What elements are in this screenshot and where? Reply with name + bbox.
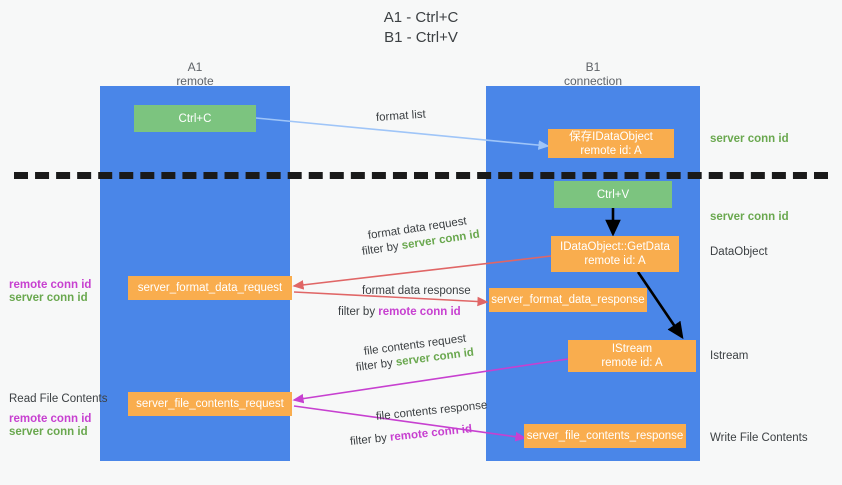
lane-header-b1: B1 connection [486, 60, 700, 88]
arrow-file-contents-request [292, 358, 569, 404]
node-save-idataobject[interactable]: 保存IDataObject remote id: A [548, 129, 674, 158]
node-server-format-data-request-label: server_format_data_request [137, 282, 283, 294]
side-label-server-conn-id-lower: server conn id [9, 426, 88, 438]
arrow-format-list [255, 117, 550, 150]
side-label-dataobject: DataObject [710, 246, 768, 258]
side-label-remote-conn-id-upper: remote conn id [9, 279, 92, 291]
side-label-read-file-contents: Read File Contents [9, 393, 108, 405]
side-label-server-conn-id-mid: server conn id [710, 211, 789, 223]
node-save-idataobject-line1: 保存IDataObject [569, 130, 653, 143]
node-idataobject-getdata[interactable]: IDataObject::GetData remote id: A [551, 236, 679, 272]
lane-b1-sub: connection [563, 74, 623, 88]
node-server-file-contents-request-label: server_file_contents_request [136, 398, 284, 410]
lane-header-a1: A1 remote [100, 60, 290, 88]
filter-prefix-2: filter by [338, 306, 379, 318]
node-server-format-data-response[interactable]: server_format_data_response [489, 288, 647, 312]
lane-a1-name: A1 [187, 60, 203, 74]
node-server-file-contents-request[interactable]: server_file_contents_request [128, 392, 292, 416]
node-ctrl-c[interactable]: Ctrl+C [134, 105, 256, 132]
lane-a1-sub: remote [176, 74, 214, 88]
node-save-idataobject-line2: remote id: A [580, 144, 642, 157]
arrow-file-contents-response [293, 405, 527, 442]
node-ctrl-v-label: Ctrl+V [596, 188, 630, 201]
node-istream[interactable]: IStream remote id: A [568, 340, 696, 372]
title-line-2: B1 - Ctrl+V [384, 29, 458, 46]
node-server-file-contents-response-label: server_file_contents_response [526, 430, 684, 442]
arrow-getdata-to-istream [636, 271, 684, 340]
title-line-1: A1 - Ctrl+C [383, 9, 459, 26]
node-server-format-data-request[interactable]: server_format_data_request [128, 276, 292, 300]
side-label-server-conn-id-top: server conn id [710, 133, 789, 145]
arrow-format-data-response [293, 291, 489, 307]
node-server-format-data-response-label: server_format_data_response [491, 294, 645, 306]
node-ctrl-v[interactable]: Ctrl+V [554, 181, 672, 208]
page-title: A1 - Ctrl+C B1 - Ctrl+V [0, 8, 842, 48]
node-ctrl-c-label: Ctrl+C [178, 112, 212, 125]
dashed-divider [14, 172, 828, 179]
node-server-file-contents-response[interactable]: server_file_contents_response [524, 424, 686, 448]
node-istream-line2: remote id: A [601, 357, 663, 369]
node-getdata-line2: remote id: A [584, 255, 646, 267]
node-getdata-line1: IDataObject::GetData [560, 241, 670, 253]
lane-b1-name: B1 [585, 60, 601, 74]
edge-label-format-data-response: format data response [362, 285, 471, 297]
edge-label-format-data-response-filter: filter by remote conn id [338, 305, 461, 319]
filter-value-2: remote conn id [378, 306, 461, 318]
node-istream-line1: IStream [611, 343, 653, 355]
side-label-remote-conn-id-lower: remote conn id [9, 413, 92, 425]
side-label-server-conn-id-upper: server conn id [9, 292, 88, 304]
side-label-istream: Istream [710, 350, 749, 362]
arrow-format-data-request [292, 255, 552, 290]
side-label-write-file-contents: Write File Contents [710, 432, 808, 444]
